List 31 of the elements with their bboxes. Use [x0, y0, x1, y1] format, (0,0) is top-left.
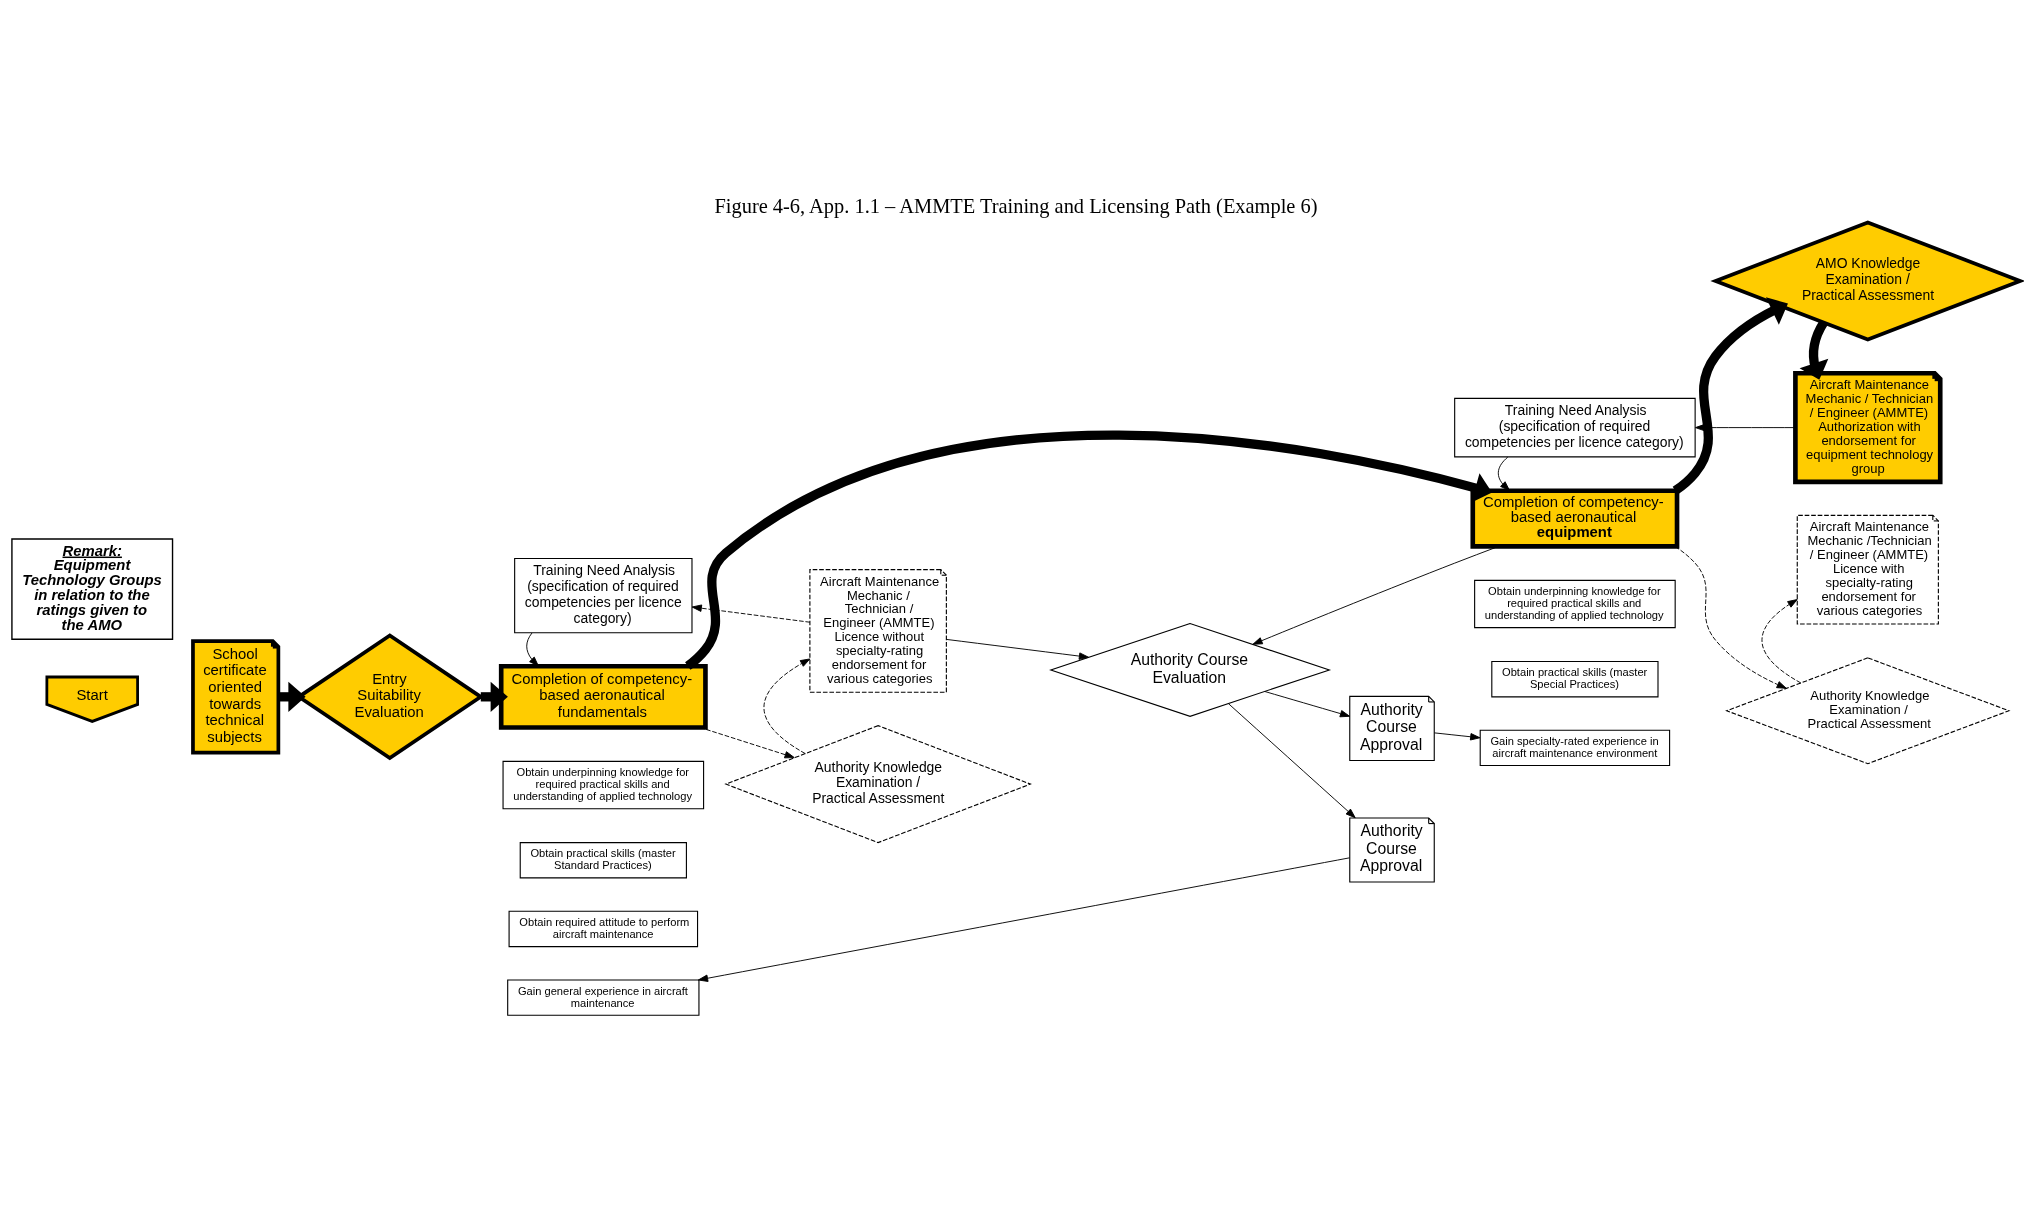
- arrow: [1674, 545, 1787, 689]
- arrow: [1695, 423, 1796, 431]
- arrow: [1799, 319, 1829, 380]
- node-box: Completion of competency-based aeronautical fundamentals: [498, 663, 708, 730]
- node-box: Obtain practical skills (master Standard Practices): [519, 841, 687, 878]
- node-diamond: Authority Course Evaluation: [1049, 622, 1332, 717]
- arrow: [1672, 296, 1788, 494]
- node-box: Gain specialty-rated experience in aircraft maintenance environment: [1479, 729, 1671, 766]
- arrow: [526, 632, 539, 666]
- node-box: Remark: Equipment Technology Groups in relation to the ratings given to the AMO: [11, 537, 174, 640]
- node-diamond: Authority Knowledge Examination / Practical Assessment: [724, 724, 1032, 843]
- node-box: Obtain required attitude to perform aircraft maintenance: [508, 910, 699, 947]
- arrow: [763, 658, 811, 754]
- node-diamond: Authority Knowledge Examination / Practical Assessment: [1725, 656, 2011, 764]
- arrow: [691, 604, 811, 623]
- node-box: Obtain underpinning knowledge for required practical skills and understanding of applied technology: [502, 760, 705, 809]
- arrow: [1264, 690, 1351, 717]
- node-box: Obtain practical skills (master Special Practices): [1491, 660, 1659, 697]
- node-box: Completion of competency-based aeronautical equipment: [1470, 487, 1680, 549]
- diagram-title: Figure 4-6, App. 1.1 – AMMTE Training and Licensing Path (Example 6): [714, 194, 1318, 217]
- node-diamond: AMO Knowledge Examination / Practical Assessment: [1710, 219, 2024, 341]
- node-box: Training Need Analysis (specification of required competencies per licence category): [514, 557, 693, 633]
- arrow: [1497, 456, 1510, 491]
- arrow: [1434, 731, 1481, 740]
- node-box: Obtain underpinning knowledge for required practical skills and understanding of applied technology: [1474, 579, 1676, 628]
- arrow: [946, 638, 1090, 660]
- arrow: [1761, 598, 1802, 683]
- node-box: Training Need Analysis (specification of required competencies per licence category): [1454, 397, 1696, 457]
- arrow: [1227, 702, 1356, 818]
- node-box: Gain general experience in aircraft maintenance: [507, 978, 700, 1016]
- arrow: [697, 856, 1350, 982]
